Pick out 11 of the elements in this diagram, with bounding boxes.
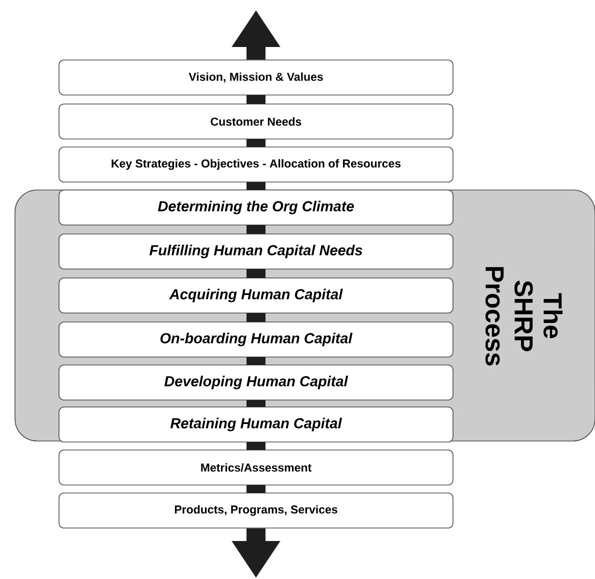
process-step-box: Developing Human Capital <box>58 364 454 400</box>
stage-box: Vision, Mission & Values <box>58 60 454 96</box>
process-step-box: Retaining Human Capital <box>58 406 454 442</box>
stage-box: Customer Needs <box>58 104 454 140</box>
process-step-box: Determining the Org Climate <box>58 190 454 226</box>
process-step-box: Fulfilling Human Capital Needs <box>58 234 454 270</box>
process-step-box: On-boarding Human Capital <box>58 322 454 358</box>
process-step-box: Acquiring Human Capital <box>58 278 454 314</box>
stage-box: Products, Programs, Services <box>58 492 454 528</box>
stage-box: Key Strategies - Objectives - Allocation of Resources <box>58 146 454 182</box>
stage-box: Metrics/Assessment <box>58 450 454 486</box>
